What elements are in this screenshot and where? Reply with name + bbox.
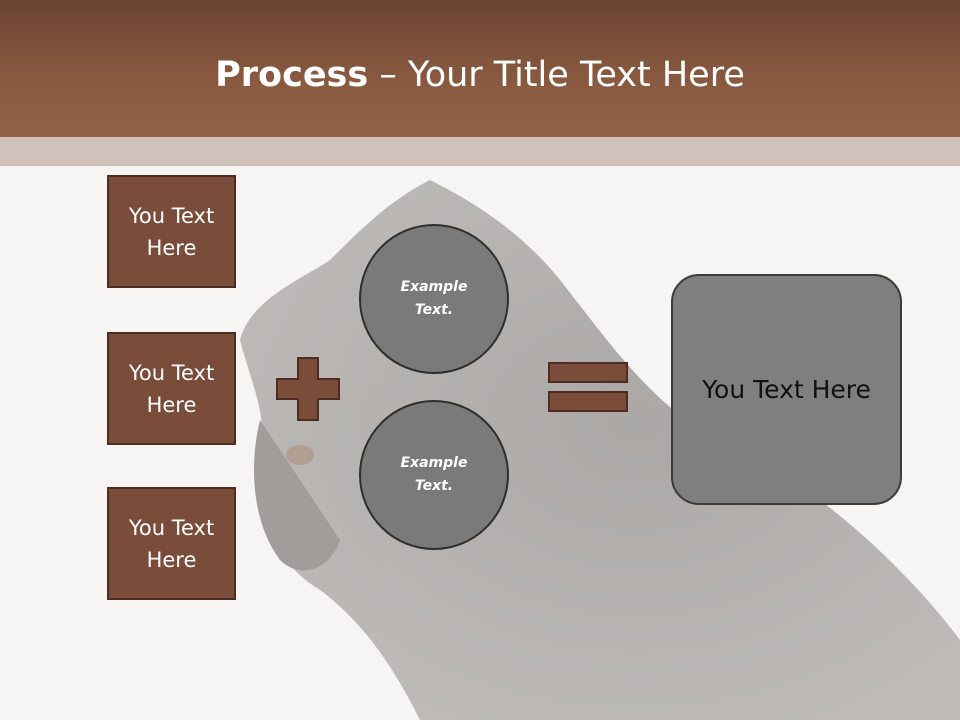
circle-2-line-1: Example xyxy=(400,455,468,471)
circle-1-line-1: Example xyxy=(400,279,468,295)
title-bold: Process xyxy=(215,55,369,95)
box-1-line-2: Here xyxy=(146,235,197,260)
box-3-line-1: You Text xyxy=(128,515,215,540)
circle-2-line-2: Text. xyxy=(414,478,454,494)
title-rest: – Your Title Text Here xyxy=(368,55,745,95)
result-box: You Text Here xyxy=(671,274,902,505)
box-2-line-2: Here xyxy=(146,392,197,417)
box-1-line-1: You Text xyxy=(128,203,215,228)
circle-1-line-2: Text. xyxy=(414,302,454,318)
box-3-line-2: Here xyxy=(146,547,197,572)
plus-icon xyxy=(276,357,340,421)
title-bar xyxy=(0,0,960,137)
box-2-line-1: You Text xyxy=(128,360,215,385)
header-band xyxy=(0,137,960,166)
result-label: You Text Here xyxy=(702,375,871,404)
equals-icon xyxy=(548,362,628,412)
slide-title: Process – Your Title Text Here xyxy=(0,52,960,98)
